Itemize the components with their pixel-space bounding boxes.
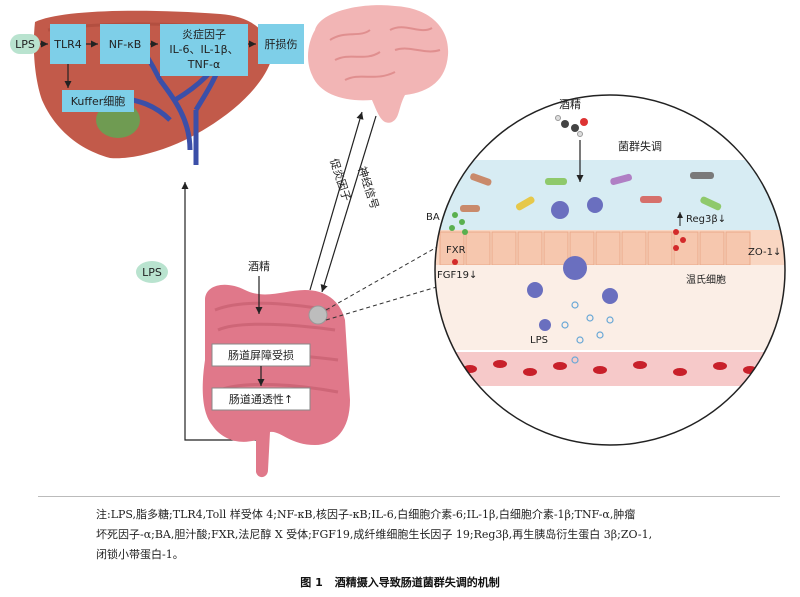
neural-label: 神经信号: [355, 165, 382, 211]
tlr4-label: TLR4: [53, 38, 82, 51]
figure-title: 酒精摄入导致肠道菌群失调的机制: [334, 576, 500, 589]
note-line-3: 闭锁小带蛋白-1。: [96, 548, 184, 561]
cytokines-label-1: 炎症因子: [182, 27, 226, 41]
gut-brain-arrows: [309, 111, 377, 293]
tlr4-box: [50, 24, 86, 64]
liver-injury-box: [258, 24, 304, 64]
fxr-label: FXR: [446, 245, 466, 256]
ba-label: BA: [426, 212, 440, 223]
note-line-1: 注:LPS,脂多糖;TLR4,Toll 样受体 4;NF-κB,核因子-κB;I…: [96, 508, 636, 521]
divider-line: [38, 496, 780, 497]
lps-circle-label: LPS: [530, 335, 548, 346]
fgf19-label: FGF19↓: [437, 270, 477, 281]
note-line-2: 坏死因子-α;BA,胆汁酸;FXR,法尼醇 X 受体;FGF19,成纤维细胞生长…: [96, 528, 653, 541]
alcohol-circle-label: 酒精: [559, 98, 581, 111]
kuffer-label: Kuffer细胞: [71, 95, 126, 108]
cytokines-label-2: IL-6、IL-1β、: [169, 43, 238, 56]
figure-number: 图 1: [300, 576, 323, 589]
intestinal-lumen-zoom: [435, 160, 785, 386]
lps-mid-label: LPS: [142, 266, 162, 279]
mechanism-diagram: LPS TLR4 NF-κB 炎症因子 IL-6、IL-1β、 TNF-α 肝损…: [10, 5, 786, 478]
liver-injury-label: 肝损伤: [265, 37, 298, 51]
brain-illustration: [308, 5, 449, 123]
alcohol-gut-label: 酒精: [248, 260, 270, 273]
barrier-label: 肠道屏障受损: [228, 348, 294, 362]
permeability-box: [211, 387, 311, 411]
zo1-label: ZO-1↓: [748, 247, 781, 258]
zoom-point: [308, 305, 328, 325]
cytokines-label-3: TNF-α: [187, 58, 221, 71]
dysbiosis-label: 菌群失调: [618, 139, 662, 153]
kuffer-box: [62, 90, 134, 112]
ethanol-molecule-icon: [555, 115, 588, 137]
cytokines-box: [160, 24, 248, 76]
intestine-illustration: [202, 284, 350, 478]
paneth-label: 温氏细胞: [686, 273, 726, 286]
immune-cells: [527, 197, 618, 331]
nfkb-box: [100, 24, 150, 64]
pathway-arrows: [40, 40, 256, 88]
figure-caption: 图 1 酒精摄入导致肠道菌群失调的机制: [0, 574, 800, 590]
permeability-label: 肠道通透性↑: [229, 392, 293, 406]
proinflam-label: 促炎因子: [327, 157, 354, 203]
bacteria-icons: [460, 172, 722, 212]
lps-bubble-mid: [136, 261, 168, 283]
lps-bubble-left: [10, 34, 40, 54]
zoom-circle-outline: [434, 94, 786, 446]
nfkb-label: NF-κB: [109, 38, 142, 51]
reg3b-label: Reg3β↓: [686, 214, 726, 225]
lps-left-label: LPS: [15, 38, 35, 51]
figure-note: 注:LPS,脂多糖;TLR4,Toll 样受体 4;NF-κB,核因子-κB;I…: [96, 505, 736, 565]
